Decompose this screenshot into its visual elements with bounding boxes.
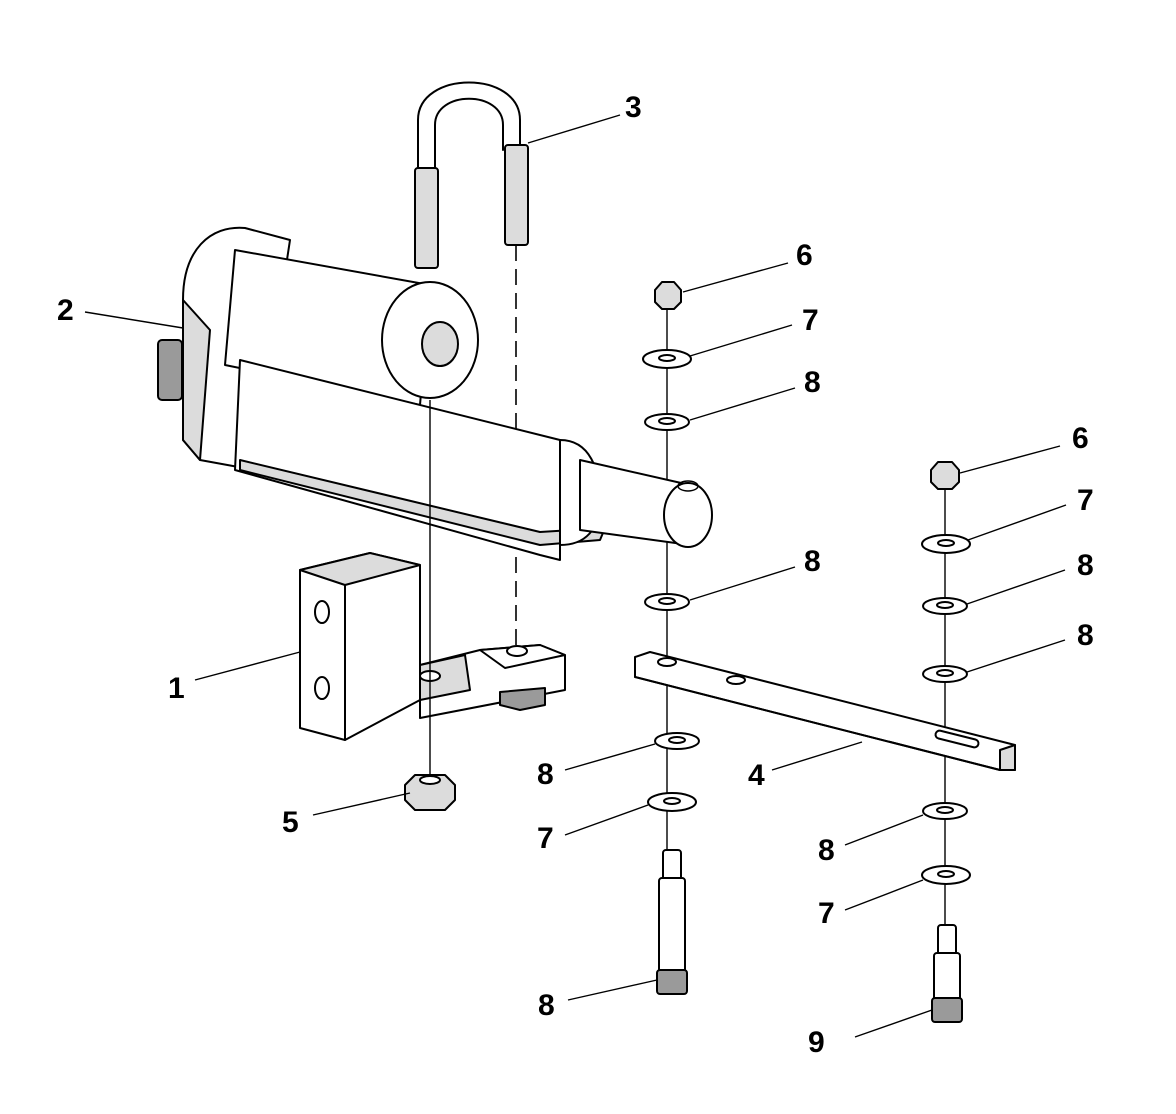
callout-8-left-upper: 8 <box>804 366 821 399</box>
callout-3: 3 <box>625 91 642 124</box>
callout-8-left-middle: 8 <box>804 545 821 578</box>
right-fastener-stack <box>921 461 971 1023</box>
callout-10: 9 <box>808 1026 825 1059</box>
callout-2: 2 <box>57 294 74 327</box>
hex-nut-part-5 <box>404 774 456 811</box>
link-bar-part <box>634 651 1016 771</box>
mounting-bracket-part <box>299 552 566 741</box>
leader-lines <box>84 114 1067 1038</box>
linear-actuator-part <box>157 226 713 561</box>
left-fastener-stack <box>642 281 700 995</box>
callout-8-right-upper: 8 <box>1077 549 1094 582</box>
callout-5: 5 <box>282 806 299 839</box>
u-bolt-part <box>414 81 529 269</box>
callout-7-right-bottom: 7 <box>818 897 835 930</box>
callout-8-right-middle: 8 <box>1077 619 1094 652</box>
callout-7-left-top: 7 <box>802 304 819 337</box>
callout-9: 8 <box>538 989 555 1022</box>
callout-1: 1 <box>168 672 185 705</box>
callout-6-right: 6 <box>1072 422 1089 455</box>
callout-7-left-bottom: 7 <box>537 822 554 855</box>
callout-8-left-lower: 8 <box>537 758 554 791</box>
callout-7-right-top: 7 <box>1077 484 1094 517</box>
callout-8-right-lower: 8 <box>818 834 835 867</box>
callout-6-left: 6 <box>796 239 813 272</box>
callout-4: 4 <box>748 759 765 792</box>
